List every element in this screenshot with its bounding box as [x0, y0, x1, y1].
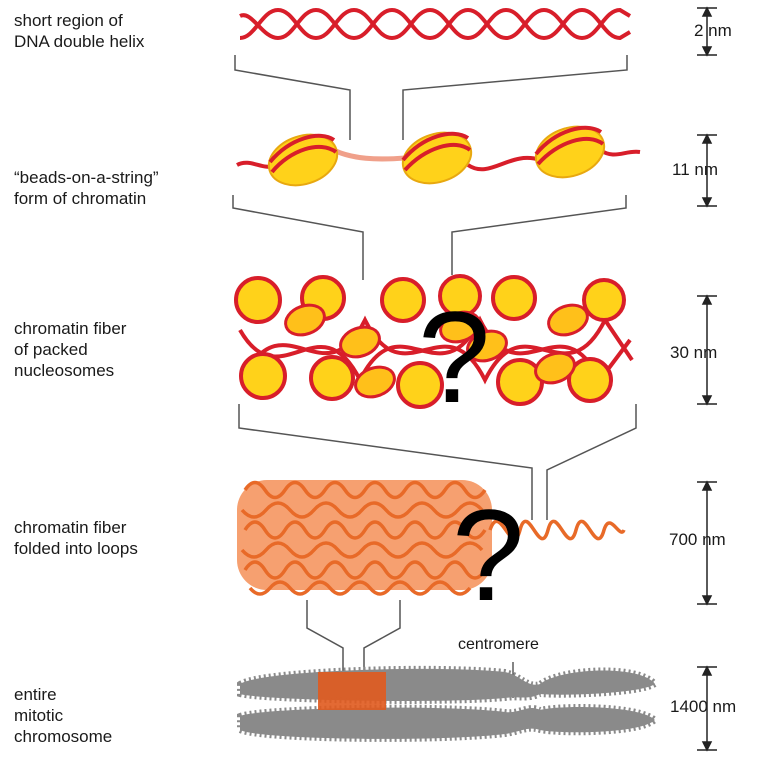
nucleosome [262, 126, 343, 193]
nucleosome [529, 118, 610, 185]
centromere-label: centromere [458, 636, 539, 654]
dna-double-helix [240, 10, 630, 38]
question-mark: ? [418, 292, 490, 422]
question-mark: ? [452, 490, 524, 620]
nucleosome [396, 124, 477, 191]
mitotic-chromosome [240, 669, 655, 739]
highlighted-band [318, 672, 386, 710]
beads-on-string [237, 118, 640, 193]
looped-chromatin-fiber [237, 480, 624, 594]
scale-bars [697, 8, 717, 750]
